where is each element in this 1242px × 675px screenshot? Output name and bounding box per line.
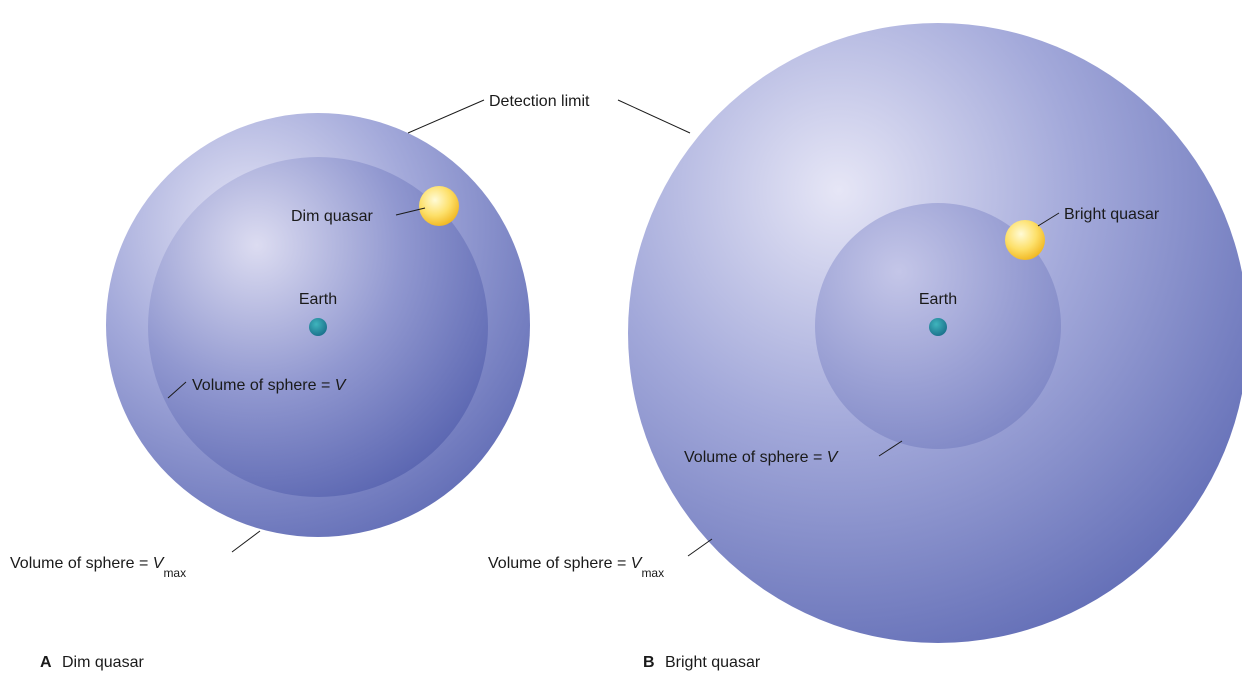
panel-a-caption: Dim quasar bbox=[62, 654, 144, 671]
panel-b-caption: Bright quasar bbox=[665, 654, 761, 671]
detection-limit-leader-a bbox=[407, 99, 485, 134]
bright-quasar-leader bbox=[1037, 212, 1060, 227]
panel-a-letter: A bbox=[40, 654, 52, 671]
panel-a: Earth Dim quasar Volume of sphere = V Vo… bbox=[10, 113, 530, 671]
volume-vmax-leader-a bbox=[231, 530, 261, 553]
volume-vmax-label-b: Volume of sphere = Vmax bbox=[488, 555, 664, 580]
bright-quasar-icon bbox=[1005, 220, 1045, 260]
volume-v-leader-b bbox=[878, 440, 903, 457]
detection-limit-label: Detection limit bbox=[489, 93, 590, 110]
volume-vmax-leader-b bbox=[687, 538, 713, 557]
detection-limit-leader-b bbox=[617, 99, 691, 134]
earth-label-a: Earth bbox=[299, 291, 337, 308]
earth-icon-a bbox=[309, 318, 327, 336]
panel-b: Earth Bright quasar Volume of sphere = V… bbox=[488, 23, 1242, 671]
volume-vmax-label-a: Volume of sphere = Vmax bbox=[10, 555, 186, 580]
dim-quasar-label: Dim quasar bbox=[291, 208, 373, 225]
volume-v-label-b: Volume of sphere = V bbox=[684, 449, 839, 466]
panel-b-letter: B bbox=[643, 654, 655, 671]
dim-quasar-icon bbox=[419, 186, 459, 226]
earth-label-b: Earth bbox=[919, 291, 957, 308]
volume-v-leader-a bbox=[167, 381, 187, 399]
earth-icon-b bbox=[929, 318, 947, 336]
dim-quasar-leader bbox=[395, 207, 426, 216]
detection-limit-callout: Detection limit bbox=[407, 93, 691, 134]
volume-v-label-a: Volume of sphere = V bbox=[192, 377, 347, 394]
bright-quasar-label: Bright quasar bbox=[1064, 206, 1160, 223]
